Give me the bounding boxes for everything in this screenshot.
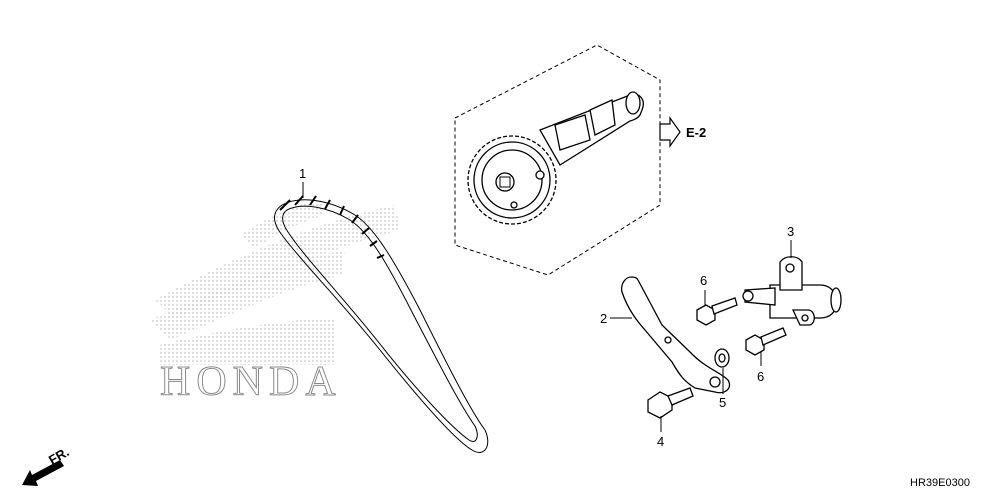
front-arrow-icon [22,460,64,486]
callout-6-upper: 6 [700,273,707,288]
front-label: FR. [46,444,72,467]
reference-label: E-2 [686,125,706,140]
bolt-part-4 [647,387,694,419]
bolt-part-6-lower [745,327,787,356]
callout-5: 5 [719,395,726,410]
figure-code: HR39E0300 [910,477,970,489]
tensioner-lifter [742,256,842,326]
callout-1: 1 [299,166,306,181]
reference-arrow-e2[interactable]: E-2 [659,116,706,148]
honda-wing-logo: HONDA [150,198,400,406]
cam-chain [274,195,489,453]
watermark-text: HONDA [160,359,342,405]
front-direction-indicator: FR. [22,444,72,486]
bolt-part-6-upper [696,297,738,326]
callout-4: 4 [657,434,664,449]
tensioner-arm [620,276,731,394]
callout-3: 3 [787,224,794,239]
hollow-arrow-icon [659,116,681,148]
washer-part-5 [714,348,730,368]
camshaft-assembly [454,44,661,276]
callouts: 1 2 3 4 5 6 6 [299,166,794,449]
callout-6-lower: 6 [757,369,764,384]
callout-2: 2 [600,311,607,326]
chain-links [279,195,385,259]
